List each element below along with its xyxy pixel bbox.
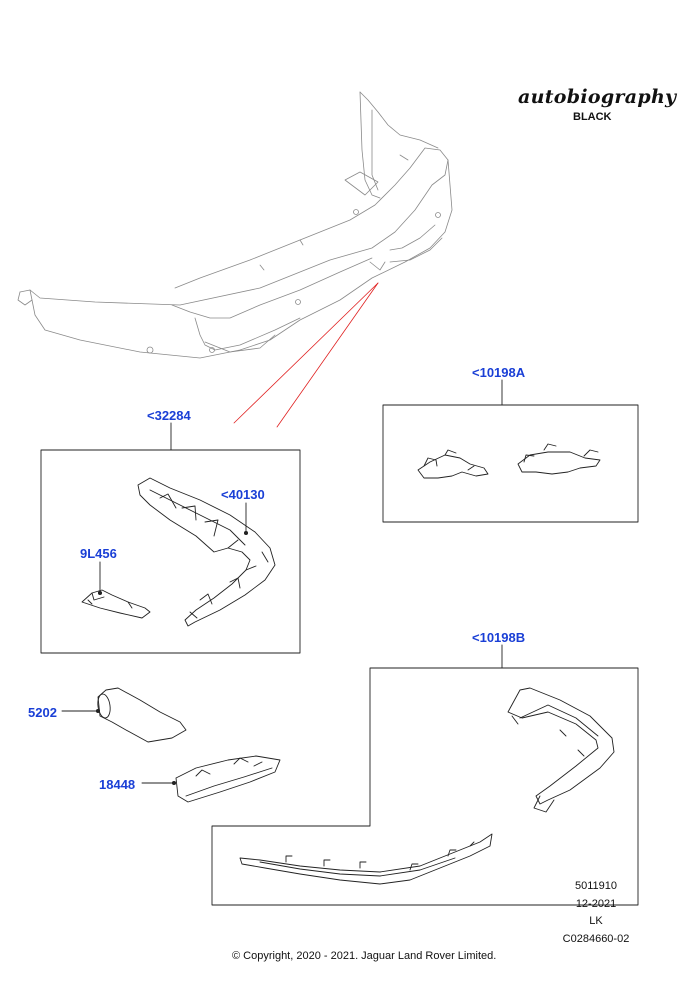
callout-18448[interactable]: 18448 xyxy=(99,777,136,792)
group-box-32284 xyxy=(40,449,301,654)
brand-black-label: BLACK xyxy=(573,111,612,123)
red-leader-lines xyxy=(233,282,379,428)
reference-date: 12-2021 xyxy=(575,898,617,910)
clip-9l456-illustration xyxy=(81,589,151,619)
brackets-10198a-illustration xyxy=(417,443,601,479)
bracket-40130-illustration xyxy=(137,477,276,627)
group-box-10198a xyxy=(382,404,639,523)
lower-trim-10198b-illustration xyxy=(239,833,493,885)
callout-5202[interactable]: 5202 xyxy=(28,705,57,720)
group-box-10198b xyxy=(211,667,639,906)
brand-autobiography: autobiography xyxy=(518,86,677,108)
reference-code: C0284660-02 xyxy=(562,933,630,945)
exhaust-tip-5202-illustration xyxy=(97,687,187,743)
side-trim-10198b-illustration xyxy=(507,687,615,813)
callout-9l456[interactable]: 9L456 xyxy=(80,546,117,561)
reference-initials: LK xyxy=(589,915,603,927)
callout-10198a[interactable]: <10198A xyxy=(472,365,526,380)
reference-number: 5011910 xyxy=(574,880,617,892)
trim-18448-illustration xyxy=(175,755,281,803)
callout-10198b[interactable]: <10198B xyxy=(472,630,526,645)
rear-bumper-illustration xyxy=(17,91,453,359)
copyright-notice: © Copyright, 2020 - 2021. Jaguar Land Ro… xyxy=(232,950,497,962)
callout-32284[interactable]: <32284 xyxy=(147,408,191,423)
callout-40130[interactable]: <40130 xyxy=(221,487,265,502)
